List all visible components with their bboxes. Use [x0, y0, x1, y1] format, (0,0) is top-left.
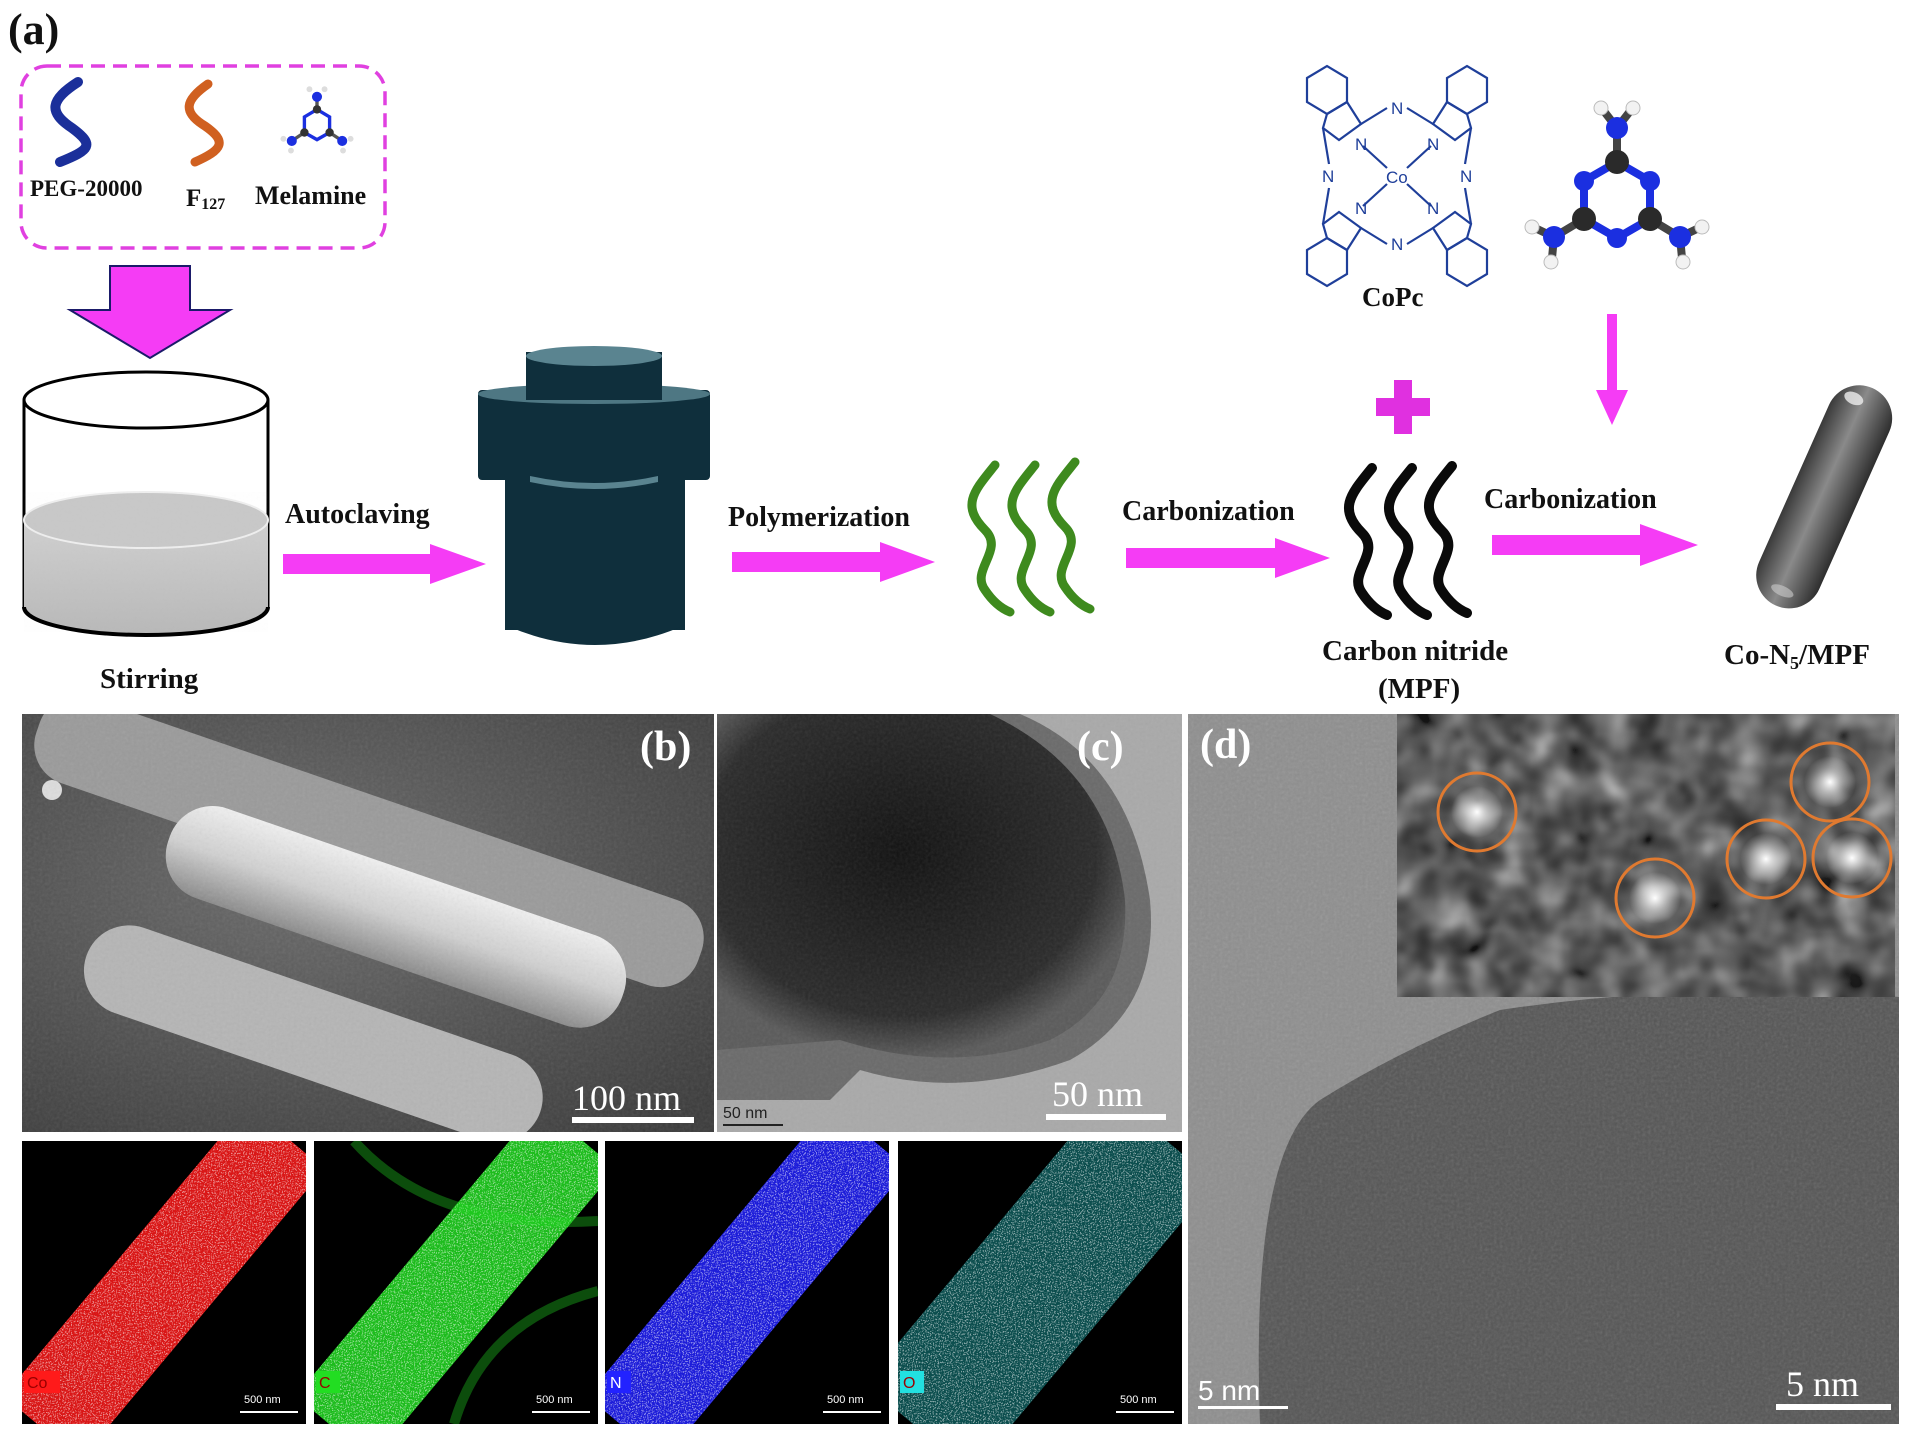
f127-label: F127 [186, 185, 225, 213]
element-badge [24, 1371, 60, 1393]
melamine-small-icon [280, 86, 354, 154]
nanorod-icon [1756, 385, 1893, 609]
single-atom-circle [1789, 741, 1871, 823]
element-badge [900, 1371, 924, 1393]
peg-label: PEG-20000 [30, 176, 142, 201]
sem-image-panel-b [22, 714, 714, 1132]
eds-scale-bar-label: 500 nm [1120, 1394, 1157, 1406]
eds-map-n: N 500 nm [605, 1141, 889, 1424]
plus-icon [1376, 380, 1430, 434]
small-scale-bar [723, 1124, 783, 1126]
scale-bar [1116, 1411, 1174, 1413]
copc-label: CoPc [1362, 282, 1423, 312]
right-arrow-icon [283, 544, 486, 584]
carbon-nitride-label: Carbon nitride [1322, 635, 1508, 667]
scale-bar [1046, 1114, 1166, 1120]
polymerization-label: Polymerization [728, 502, 910, 533]
svg-text:N: N [1460, 167, 1472, 186]
f127-chain-icon [184, 79, 224, 167]
carbonization-label-1: Carbonization [1122, 496, 1295, 527]
carbonization-label-2: Carbonization [1484, 484, 1657, 515]
element-label: Co [27, 1375, 48, 1392]
svg-text:Co: Co [1386, 168, 1408, 187]
copc-structure [1305, 64, 1489, 288]
right-arrow-icon [1126, 538, 1330, 578]
panel-d-scale-bar-label: 5 nm [1786, 1364, 1859, 1404]
panel-d-small-scale-label: 5 nm [1198, 1375, 1260, 1406]
mpf-label: (MPF) [1378, 673, 1460, 705]
panel-b-scale-bar-label: 100 nm [572, 1078, 681, 1118]
svg-text:N: N [1427, 199, 1439, 218]
eds-map-co: Co 500 nm [22, 1141, 306, 1424]
down-arrow-icon [66, 265, 234, 360]
melamine-label: Melamine [255, 181, 366, 210]
scale-bar [1776, 1404, 1891, 1410]
panel-b-label: (b) [640, 724, 691, 770]
haadf-inset [1397, 714, 1895, 997]
down-arrow-icon [1596, 314, 1628, 425]
peg-chain-icon [50, 77, 92, 167]
eds-scale-bar-label: 500 nm [536, 1394, 573, 1406]
eds-map-o: O 500 nm [898, 1141, 1182, 1424]
element-label: N [610, 1375, 622, 1392]
scale-bar [572, 1117, 694, 1123]
stirring-beaker [22, 370, 270, 637]
eds-map-c: C 500 nm [314, 1141, 598, 1424]
product-label: Co-N5/MPF [1724, 639, 1870, 673]
right-arrow-icon [732, 542, 935, 582]
panel-d-label: (d) [1200, 722, 1251, 768]
element-badge [316, 1371, 340, 1393]
scale-bar [532, 1411, 590, 1413]
melamine-molecule-icon [1524, 100, 1710, 270]
polymer-chains-icon [967, 457, 1095, 617]
carbon-nitride-chains-icon [1343, 461, 1472, 620]
hrtem-image-panel-d [1188, 714, 1899, 1424]
stirring-label: Stirring [100, 663, 199, 695]
scale-bar [240, 1411, 298, 1413]
element-badge [607, 1371, 631, 1393]
autoclave-icon [478, 346, 710, 645]
small-scale-bar [1198, 1406, 1288, 1409]
eds-scale-bar-label: 500 nm [244, 1394, 281, 1406]
single-atom-circle [1811, 817, 1893, 899]
panel-c-label: (c) [1077, 724, 1124, 770]
eds-maps: Co 500 nm C 500 nm N 500 nm O 500 nm [22, 1141, 1182, 1424]
right-arrow-icon [1492, 524, 1698, 566]
svg-text:N: N [1427, 135, 1439, 154]
single-atom-circle [1614, 857, 1696, 939]
element-label: O [903, 1375, 915, 1392]
svg-text:N: N [1391, 99, 1403, 118]
reagent-box: PEG-20000 F127 Melamine [19, 64, 387, 250]
panel-c-small-scale-label: 50 nm [723, 1105, 767, 1122]
copc-atom-labels: Co N N N N N N N N [1322, 99, 1472, 254]
scale-bar [823, 1411, 881, 1413]
eds-scale-bar-label: 500 nm [827, 1394, 864, 1406]
single-atom-circle [1725, 818, 1807, 900]
svg-text:N: N [1355, 135, 1367, 154]
svg-text:N: N [1355, 199, 1367, 218]
element-label: C [319, 1375, 331, 1392]
tem-image-panel-c [717, 714, 1182, 1132]
single-atom-circle [1436, 771, 1518, 853]
svg-text:N: N [1391, 235, 1403, 254]
svg-text:N: N [1322, 167, 1334, 186]
panel-a-label: (a) [8, 5, 59, 54]
autoclaving-label: Autoclaving [285, 499, 430, 530]
panel-c-scale-bar-label: 50 nm [1052, 1074, 1143, 1114]
